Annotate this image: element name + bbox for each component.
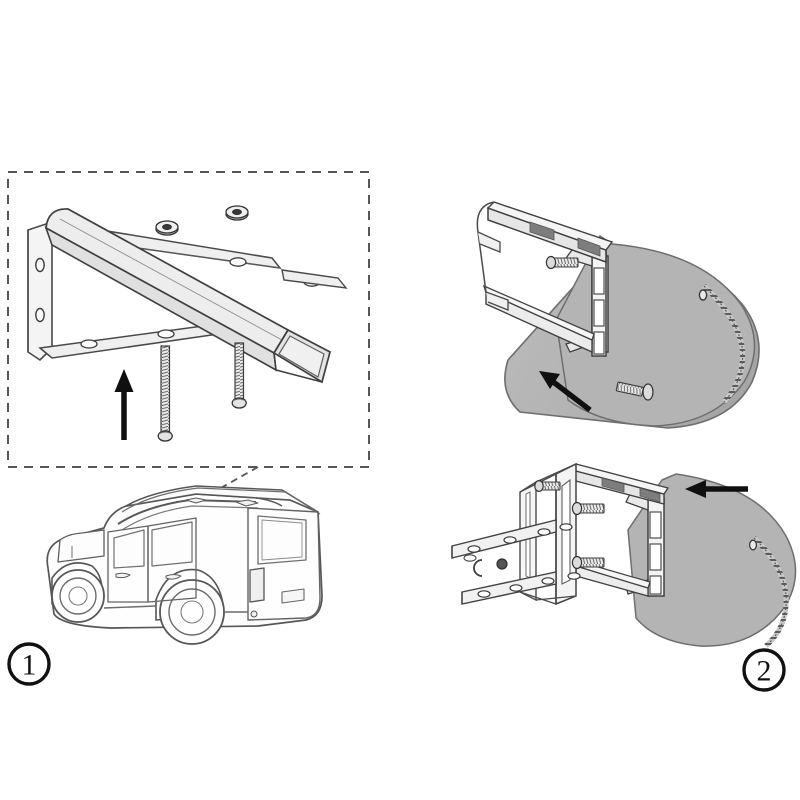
bracket-hole <box>80 339 98 349</box>
extrusion-chamber <box>649 543 662 571</box>
part-bolt-group <box>157 342 247 442</box>
arrow-up-icon <box>114 369 134 440</box>
part-nut-group <box>155 205 249 236</box>
bracket-hole <box>537 528 551 536</box>
door-handle <box>165 574 182 580</box>
arrow-left-icon <box>685 480 748 498</box>
bracket-bolt <box>571 555 605 570</box>
threaded-bolt <box>157 345 173 442</box>
rail-screw <box>545 255 579 270</box>
arrow-diagonal-icon <box>539 371 592 413</box>
extrusion-chamber <box>593 299 605 327</box>
rear-door <box>147 517 197 603</box>
rail-top-band <box>570 463 670 505</box>
front-door-window <box>113 529 145 569</box>
bracket-hole <box>477 590 491 598</box>
pin-head <box>496 558 508 570</box>
extrusion-chamber <box>593 331 605 355</box>
step2-panel-bracket <box>451 462 797 648</box>
extrusion-chamber <box>593 267 605 295</box>
bracket-hole <box>541 577 555 585</box>
extrusion-chamber <box>649 511 662 539</box>
step2-panel-slide <box>476 201 760 429</box>
deflector-eyelet <box>748 539 758 551</box>
rear-quarter-window <box>257 515 307 565</box>
hex-nut <box>225 205 249 221</box>
part-crossbar <box>44 208 331 384</box>
bracket-hole <box>467 545 481 553</box>
door-handle <box>115 572 131 579</box>
step-number-badge-1: 1 <box>7 642 51 686</box>
step1-callout-group <box>7 171 370 537</box>
bracket-hole <box>567 572 581 580</box>
tailgate <box>247 507 321 621</box>
step-1-number: 1 <box>22 649 37 682</box>
bracket-hole <box>157 329 175 339</box>
step-2-number: 2 <box>757 655 772 688</box>
bracket-hole <box>35 307 45 323</box>
bracket-hole <box>35 257 45 273</box>
bracket-hole <box>229 257 247 267</box>
bracket-bolt <box>571 501 605 516</box>
threaded-bolt <box>231 342 247 409</box>
rail-extrusion <box>564 249 609 357</box>
bracket-hole <box>559 523 573 531</box>
deflector-eyelet <box>698 289 708 301</box>
hex-nut <box>155 220 179 236</box>
tail-light <box>249 567 265 603</box>
extrusion-chamber <box>649 575 662 595</box>
bracket-arm-lower <box>461 571 581 605</box>
deflector-screw <box>615 381 654 401</box>
bracket-bolt <box>534 480 561 493</box>
rear-door-window <box>151 521 193 567</box>
bracket-hole <box>509 584 523 592</box>
bracket-arm-upper <box>451 519 573 559</box>
step1-dashed-box <box>7 171 370 468</box>
vehicle-illustration <box>46 485 323 645</box>
bracket-hole <box>503 536 517 544</box>
rail-top-band <box>486 201 614 264</box>
retaining-clip <box>473 559 483 577</box>
bracket-arm-extension <box>281 269 348 289</box>
step-number-badge-2: 2 <box>742 648 786 692</box>
